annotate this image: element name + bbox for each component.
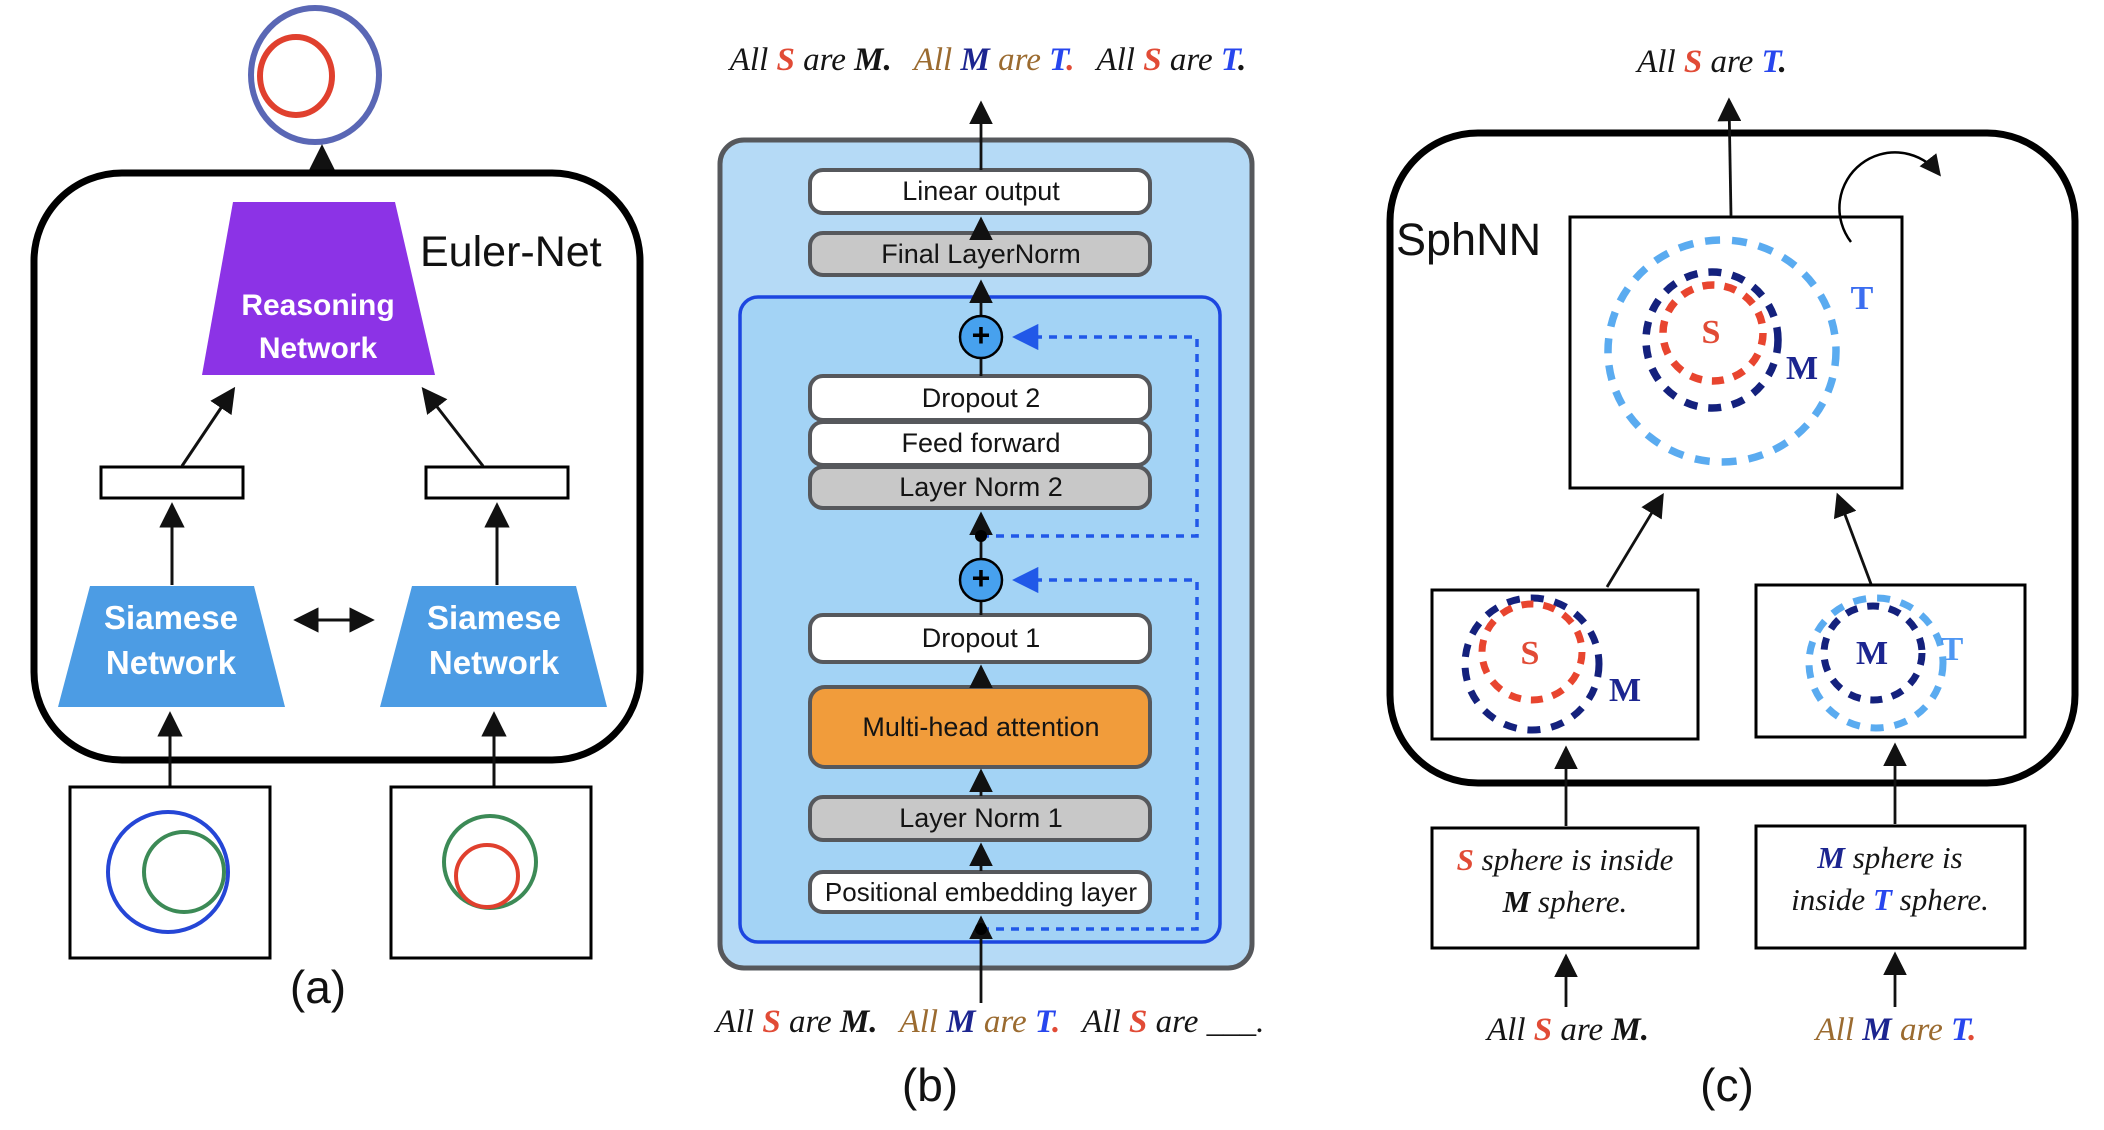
input-left-green-circle	[142, 830, 226, 914]
add-node-lower	[958, 557, 1004, 603]
siamese-network-right-label: Siamese Network	[427, 599, 561, 681]
statement-box-right	[1754, 824, 2027, 950]
arrow-conclusion	[1717, 97, 1742, 217]
plus-icon: +	[971, 317, 991, 354]
output-euler-diagram-outer-circle	[248, 5, 382, 145]
residual-connection-upper	[981, 323, 1199, 538]
residual-connection-lower	[981, 566, 1199, 931]
premise-right-statement: All M are T.	[1815, 1012, 1977, 1048]
input-left-blue-circle	[106, 810, 230, 934]
result-m-sphere-circle	[1642, 268, 1782, 412]
add-node-upper	[958, 314, 1004, 360]
conclusion-statement: All S are T.	[1637, 44, 1787, 80]
premise-left-statement: All S are M.	[1487, 1012, 1649, 1048]
layer-norm1-box	[808, 795, 1152, 842]
feed-forward-label: Feed forward	[901, 428, 1061, 458]
right-m-label: M	[1855, 635, 1889, 672]
dropout1-label: Dropout 1	[921, 623, 1041, 653]
layer-norm1-label: Layer Norm 1	[899, 803, 1063, 833]
caption-b: (b)	[901, 1059, 959, 1111]
multi-head-attention-label: Multi-head attention	[862, 712, 1100, 742]
sphnn-title: SphNN	[1396, 214, 1542, 265]
siamese-network-left-label: Siamese Network	[104, 599, 238, 681]
dropout2-label: Dropout 2	[921, 383, 1041, 413]
left-s-sphere-circle	[1478, 600, 1586, 704]
junction-dot-lower	[975, 923, 987, 935]
euler-net-container	[30, 169, 644, 764]
positional-embedding-label: Positional embedding layer	[824, 877, 1138, 907]
input-statement: All S are M.All M are T.All S are ___.	[715, 1004, 1265, 1040]
sphnn-result-box	[1568, 215, 1904, 490]
arrow-left-spheres-to-result	[1605, 492, 1664, 588]
right-m-sphere-circle	[1820, 602, 1926, 704]
statement-box-left	[1430, 826, 1700, 950]
left-m-sphere-circle	[1461, 594, 1603, 734]
statement-right-line1: M sphere is	[1817, 840, 1963, 875]
right-t-sphere-circle	[1805, 594, 1947, 732]
arrow-left-embedding-to-reasoning	[180, 386, 236, 467]
reasoning-network-label: Reasoning Network	[241, 289, 395, 365]
output-euler-diagram-inner-circle	[257, 34, 335, 118]
self-loop-arrow	[1838, 151, 1941, 243]
euler-net-title: Euler-Net	[420, 228, 602, 276]
left-s-label: S	[1520, 635, 1540, 672]
output-statement: All S are M.All M are T.All S are T.	[729, 42, 1247, 78]
statement-left-line2: M sphere.	[1502, 884, 1628, 919]
result-t-label: T	[1850, 280, 1874, 317]
statement-right-line2: inside T sphere.	[1791, 882, 1989, 917]
result-s-sphere-circle	[1659, 281, 1767, 385]
input-image-box-left	[68, 785, 272, 960]
positional-embedding-box	[808, 870, 1152, 914]
plus-icon: +	[971, 560, 991, 597]
input-right-red-circle	[454, 843, 520, 909]
embedding-box-left	[99, 465, 245, 500]
sphnn-container	[1386, 129, 2079, 787]
result-t-sphere-circle	[1604, 236, 1840, 466]
junction-dot-upper	[975, 530, 987, 542]
final-layernorm-label: Final LayerNorm	[881, 239, 1081, 269]
result-s-label: S	[1701, 314, 1721, 351]
caption-c: (c)	[1700, 1059, 1754, 1111]
layer-norm2-label: Layer Norm 2	[899, 472, 1063, 502]
left-m-label: M	[1608, 672, 1642, 709]
layer-norm2-box	[808, 465, 1152, 510]
arrow-right-embedding-to-reasoning	[421, 386, 485, 467]
right-t-label: T	[1940, 631, 1964, 668]
siamese-network-trapezoid-left	[58, 586, 285, 707]
embedding-box-right	[424, 465, 570, 500]
reasoning-network-trapezoid	[202, 202, 435, 375]
linear-output-label: Linear output	[902, 176, 1060, 206]
arrow-right-spheres-to-result	[1833, 492, 1873, 585]
siamese-network-trapezoid-right	[380, 586, 607, 707]
result-m-label: M	[1785, 350, 1819, 387]
input-image-box-right	[389, 785, 593, 960]
statement-left-line1: S sphere is inside	[1456, 842, 1674, 877]
caption-a: (a)	[289, 961, 347, 1013]
